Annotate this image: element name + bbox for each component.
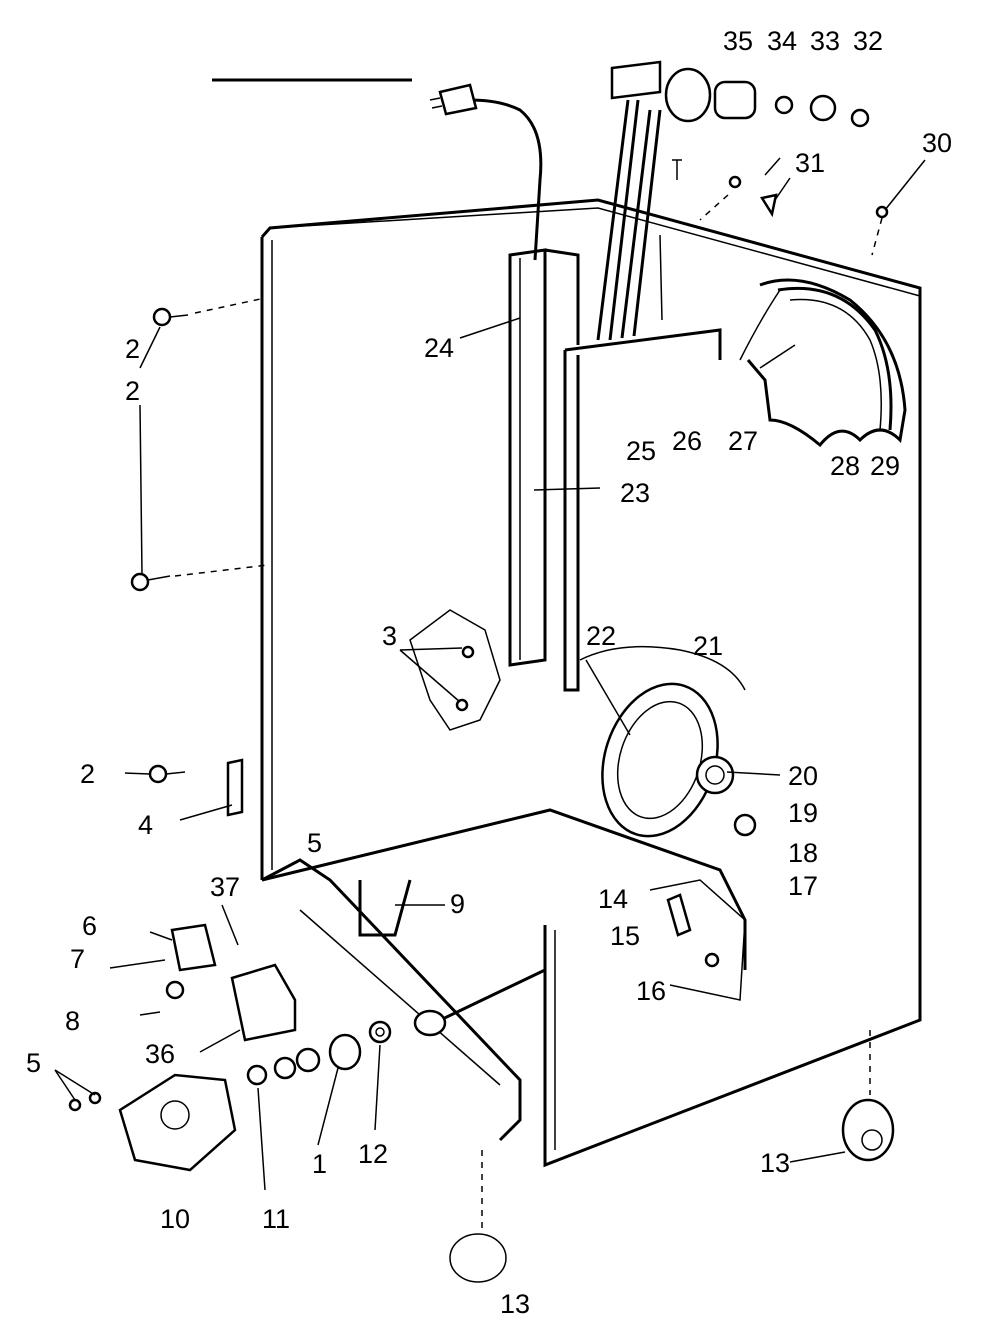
callout-1: 1	[312, 1149, 327, 1179]
wire-harness	[596, 60, 663, 341]
callout-3: 3	[382, 621, 397, 651]
callout-15: 15	[610, 921, 640, 951]
callout-35: 35	[723, 26, 753, 56]
callout-5-lower: 5	[26, 1048, 41, 1078]
switch-parts	[649, 879, 746, 1001]
duct-channel	[508, 248, 722, 692]
callout-16: 16	[636, 976, 666, 1006]
callout-10: 10	[160, 1204, 190, 1234]
callout-27: 27	[728, 426, 758, 456]
lower-left-parts	[68, 923, 297, 1172]
callout-13-bottom: 13	[500, 1289, 530, 1319]
left-cutaway	[409, 609, 501, 731]
callout-11: 11	[262, 1204, 290, 1234]
callout-20: 20	[788, 761, 818, 791]
callout-36: 36	[145, 1039, 175, 1069]
callout-37: 37	[210, 872, 240, 902]
callout-19: 19	[788, 798, 818, 828]
callout-7: 7	[70, 944, 85, 974]
callout-28: 28	[830, 451, 860, 481]
callout-29: 29	[870, 451, 900, 481]
callout-21: 21	[693, 631, 723, 661]
callout-25: 25	[626, 436, 656, 466]
leader-lines	[54, 157, 926, 1191]
callout-5-upper: 5	[307, 828, 322, 858]
base-frame	[261, 808, 747, 1142]
knob-parts	[246, 1020, 392, 1086]
callout-17: 17	[788, 871, 818, 901]
callout-34: 34	[767, 26, 797, 56]
callout-23: 23	[620, 478, 650, 508]
callout-14: 14	[598, 884, 628, 914]
motor-assembly	[579, 645, 757, 838]
timer-knob-assembly	[664, 67, 870, 128]
callout-6: 6	[82, 911, 97, 941]
callout-labels: 35 34 33 32 30 31 2 2 24 25 26 27 28 29 …	[26, 26, 952, 1319]
rear-cutaway	[739, 278, 907, 448]
callout-32: 32	[853, 26, 883, 56]
casters	[449, 1030, 895, 1283]
callout-12: 12	[358, 1139, 388, 1169]
left-hardware	[130, 297, 269, 817]
callout-4: 4	[138, 810, 153, 840]
cabinet	[260, 198, 922, 1168]
callout-13-right: 13	[760, 1148, 790, 1178]
callout-9: 9	[450, 889, 465, 919]
callout-33: 33	[810, 26, 840, 56]
callout-18: 18	[788, 838, 818, 868]
callout-2-lower: 2	[80, 759, 95, 789]
power-cord	[429, 83, 543, 261]
callout-8: 8	[65, 1006, 80, 1036]
callout-2-upper: 2	[125, 334, 140, 364]
callout-31: 31	[795, 148, 825, 178]
callout-24: 24	[424, 333, 454, 363]
callout-26: 26	[672, 426, 702, 456]
callout-22: 22	[586, 621, 616, 651]
callout-30: 30	[922, 128, 952, 158]
top-screws	[672, 159, 889, 256]
callout-2-mid: 2	[125, 376, 140, 406]
